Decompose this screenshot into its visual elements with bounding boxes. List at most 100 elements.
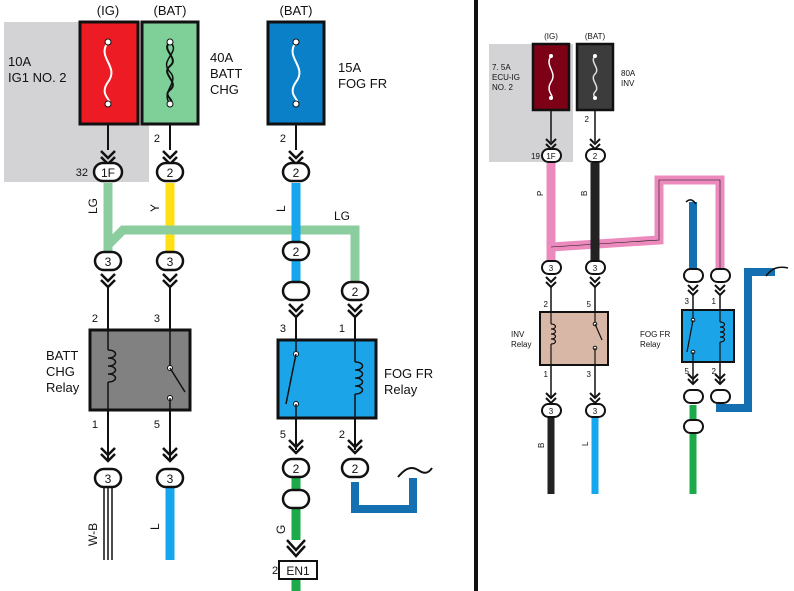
- svg-text:2: 2: [167, 166, 174, 180]
- pin-label: 3: [587, 370, 592, 379]
- pin-label: 5: [587, 300, 592, 309]
- svg-text:3: 3: [105, 472, 112, 486]
- fuse-fog-fr-amps: 15A: [338, 60, 361, 75]
- connector-3-c: 3: [93, 467, 123, 489]
- connector-blank: [710, 268, 731, 283]
- svg-text:3: 3: [549, 407, 554, 416]
- connector-3-d: 3: [585, 403, 606, 418]
- pin-label: 1: [339, 323, 345, 335]
- wire-label: B: [537, 443, 546, 448]
- relay-label-2: CHG: [46, 364, 75, 379]
- connector-blank: [281, 488, 311, 510]
- wire-label: L: [148, 523, 162, 530]
- fuse-batt-chg-name-2: CHG: [210, 82, 239, 97]
- connector-blank: [710, 389, 731, 404]
- svg-text:3: 3: [549, 264, 554, 273]
- connector-blank: [683, 419, 704, 434]
- connector-1f: 1F: [92, 161, 124, 183]
- relay-label-3: Relay: [46, 380, 80, 395]
- connector-2-relay: 2: [340, 280, 370, 302]
- svg-text:3: 3: [593, 264, 598, 273]
- connector-2-batt: 2: [155, 161, 185, 183]
- pin-label: 1: [712, 297, 717, 306]
- svg-text:2: 2: [593, 152, 598, 161]
- connector-1f: 1F: [541, 148, 562, 163]
- pin-label: 2: [154, 133, 160, 145]
- relay-label-1: INV: [511, 330, 525, 339]
- fuse-ecu-ig-no2: (IG) 7. 5A ECU-IG NO. 2: [492, 32, 571, 112]
- connector-2-inline: [281, 240, 311, 262]
- right-panel: (IG) 7. 5A ECU-IG NO. 2 (BAT) 80A INV 2 …: [489, 32, 789, 494]
- left-panel: (IG) 10A IG1 NO. 2 (BAT) 40A BATT CHG (B…: [4, 3, 433, 591]
- svg-text:3: 3: [593, 407, 598, 416]
- relay-label-2: Relay: [511, 340, 531, 349]
- relay-label-2: Relay: [640, 340, 660, 349]
- wire-label: Y: [148, 204, 162, 212]
- connector-blank: [683, 389, 704, 404]
- svg-text:EN1: EN1: [286, 564, 310, 578]
- pin-label: 5: [685, 367, 690, 376]
- fuse-ig1-name: IG1 NO. 2: [8, 70, 67, 85]
- connector-label: 2: [293, 245, 300, 259]
- fuse-fog-fr-header: (BAT): [280, 3, 313, 18]
- wire-label: G: [274, 525, 288, 534]
- pin-label: 2: [92, 313, 98, 325]
- wire-label: P: [536, 191, 545, 196]
- pin-label: 5: [280, 429, 286, 441]
- pin-label: 3: [280, 323, 286, 335]
- wire-label: LG: [334, 209, 350, 223]
- pin-label: 2: [280, 133, 286, 145]
- fuse-name-2: NO. 2: [492, 83, 513, 92]
- svg-text:(BAT): (BAT): [585, 32, 606, 41]
- pin-label: 3: [685, 297, 690, 306]
- connector-blank: [281, 280, 311, 302]
- pin-label: 2: [585, 115, 590, 124]
- fuse-inv: (BAT) 80A INV: [575, 32, 636, 112]
- fog-fr-relay: FOG FR Relay: [640, 309, 735, 363]
- fuse-amps: 7. 5A: [492, 63, 511, 72]
- connector-2-fog-out: 2: [281, 457, 311, 479]
- relay-label-1: FOG FR: [384, 366, 433, 381]
- pin-label: 32: [76, 167, 88, 179]
- pin-label: 2: [339, 429, 345, 441]
- svg-text:2: 2: [352, 462, 359, 476]
- relay-label-1: FOG FR: [640, 330, 670, 339]
- fuse-name: INV: [621, 79, 635, 88]
- pin-label: 2: [544, 300, 549, 309]
- fuse-fog-fr: (BAT) 15A FOG FR: [266, 3, 387, 126]
- relay-label-2: Relay: [384, 382, 418, 397]
- connector-2: 2: [585, 148, 606, 163]
- connector-3-c: 3: [541, 403, 562, 418]
- fuse-ig1-amps: 10A: [8, 54, 31, 69]
- connector-3-d: 3: [155, 467, 185, 489]
- pin-label: 1: [92, 419, 98, 431]
- svg-text:1F: 1F: [546, 152, 555, 161]
- fuse-batt-chg-amps: 40A: [210, 50, 233, 65]
- connector-3-b: 3: [585, 260, 606, 275]
- wire-label: B: [580, 191, 589, 196]
- svg-text:(IG): (IG): [544, 32, 558, 41]
- svg-text:2: 2: [293, 462, 300, 476]
- batt-chg-relay: BATT CHG Relay: [46, 328, 192, 412]
- wire-label: L: [581, 441, 590, 446]
- pin-label: 1: [544, 370, 549, 379]
- fuse-batt-chg: (BAT) 40A BATT CHG: [140, 3, 242, 126]
- connector-3-b: 3: [155, 250, 185, 272]
- svg-text:3: 3: [167, 472, 174, 486]
- fuse-ig1-header: (IG): [97, 3, 119, 18]
- fuse-name-1: ECU-IG: [492, 73, 520, 82]
- connector-2-coil-out: 2: [340, 457, 370, 479]
- fuse-fog-fr-name: FOG FR: [338, 76, 387, 91]
- connector-3-a: 3: [93, 250, 123, 272]
- svg-text:1F: 1F: [101, 166, 115, 180]
- connector-blank: [683, 268, 704, 283]
- wire-label: W-B: [86, 523, 100, 546]
- wire-label: LG: [86, 198, 100, 214]
- inv-relay: INV Relay: [511, 311, 609, 366]
- fuse-amps: 80A: [621, 69, 636, 78]
- wire-label: L: [274, 205, 288, 212]
- connector-3-a: 3: [541, 260, 562, 275]
- pin-label: 19: [531, 152, 540, 161]
- pin-label: 2: [712, 367, 717, 376]
